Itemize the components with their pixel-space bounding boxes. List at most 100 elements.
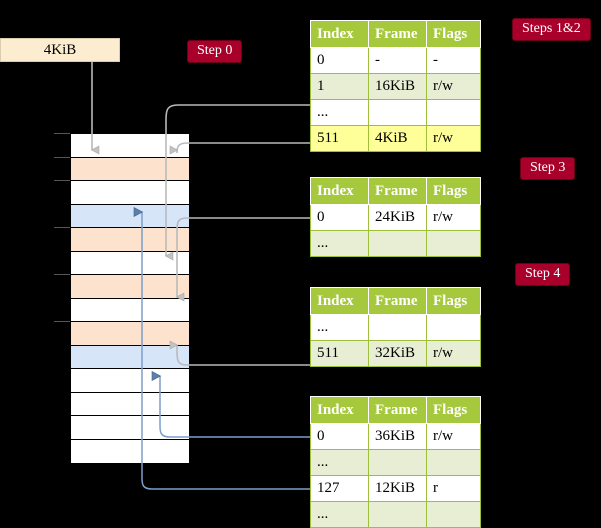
table-header-row: Index Frame Flags [310,20,481,48]
cell-index: 1 [310,73,369,100]
memory-frame-12 [71,416,189,440]
column-header-index: Index [310,20,369,48]
table-row: ... [310,99,481,126]
cell-flags: r [426,475,481,502]
cell-flags: r/w [426,340,481,367]
column-header-flags: Flags [426,396,481,424]
cell-flags: r/w [426,125,481,152]
badge-step-0-label: Step 0 [197,43,233,58]
column-header-frame: Frame [368,396,427,424]
column-header-index: Index [310,177,369,205]
cell-index: 511 [310,340,369,367]
table-header-row: Index Frame Flags [310,177,481,205]
memory-size-label: 4KiB [0,38,120,62]
column-header-frame: Frame [368,177,427,205]
cell-frame [368,449,427,476]
cell-flags: r/w [426,423,481,450]
badge-step-4: Step 4 [516,264,570,285]
cell-index: 0 [310,423,369,450]
memory-tick [54,274,70,275]
cell-index: ... [310,449,369,476]
memory-frame-5 [71,251,189,275]
memory-frame-3 [71,204,189,228]
memory-tick [54,157,70,158]
cell-flags [426,449,481,476]
cell-frame: 12KiB [368,475,427,502]
cell-index: ... [310,501,369,528]
memory-frame-8 [71,322,189,346]
table-header-row: Index Frame Flags [310,287,481,315]
memory-frame-11 [71,392,189,416]
cell-index: 0 [310,47,369,74]
column-header-frame: Frame [368,20,427,48]
table-row: ... [310,230,481,257]
memory-tick [54,227,70,228]
badge-steps-1-2: Steps 1&2 [513,19,590,40]
badge-step-0: Step 0 [188,41,242,62]
column-header-flags: Flags [426,287,481,315]
memory-frame-1 [71,157,189,181]
memory-frame-2 [71,181,189,205]
badge-step-4-label: Step 4 [525,266,561,281]
cell-frame: 36KiB [368,423,427,450]
badge-step-3-label: Step 3 [530,160,566,175]
column-header-flags: Flags [426,20,481,48]
column-header-index: Index [310,287,369,315]
memory-frame-9 [71,345,189,369]
table-row: ... [310,501,481,528]
physical-memory-column [70,133,190,464]
cell-frame: 4KiB [368,125,427,152]
column-header-frame: Frame [368,287,427,315]
table-row: ... [310,449,481,476]
cell-flags [426,314,481,341]
cell-index: 0 [310,204,369,231]
cell-frame [368,501,427,528]
cell-frame: 16KiB [368,73,427,100]
badge-steps-1-2-label: Steps 1&2 [522,21,581,36]
memory-frame-0 [71,134,189,158]
column-header-index: Index [310,396,369,424]
memory-frame-13 [71,439,189,463]
cell-frame [368,230,427,257]
badge-step-3: Step 3 [521,158,575,179]
memory-frame-7 [71,298,189,322]
table-header-row: Index Frame Flags [310,396,481,424]
cell-index: ... [310,99,369,126]
cell-index: ... [310,314,369,341]
cell-flags: r/w [426,204,481,231]
cell-frame: 32KiB [368,340,427,367]
memory-tick [54,321,70,322]
cell-index: ... [310,230,369,257]
cell-flags [426,501,481,528]
cell-flags: r/w [426,73,481,100]
memory-frame-4 [71,228,189,252]
cell-flags [426,99,481,126]
cell-frame [368,314,427,341]
cell-frame [368,99,427,126]
table-row: ... [310,314,481,341]
cell-flags [426,230,481,257]
memory-frame-10 [71,369,189,393]
cell-frame: 24KiB [368,204,427,231]
cell-index: 511 [310,125,369,152]
memory-frame-6 [71,275,189,299]
memory-size-text: 4KiB [43,41,77,58]
cell-flags: - [426,47,481,74]
cell-index: 127 [310,475,369,502]
table-row: 0-- [310,47,481,74]
cell-frame: - [368,47,427,74]
